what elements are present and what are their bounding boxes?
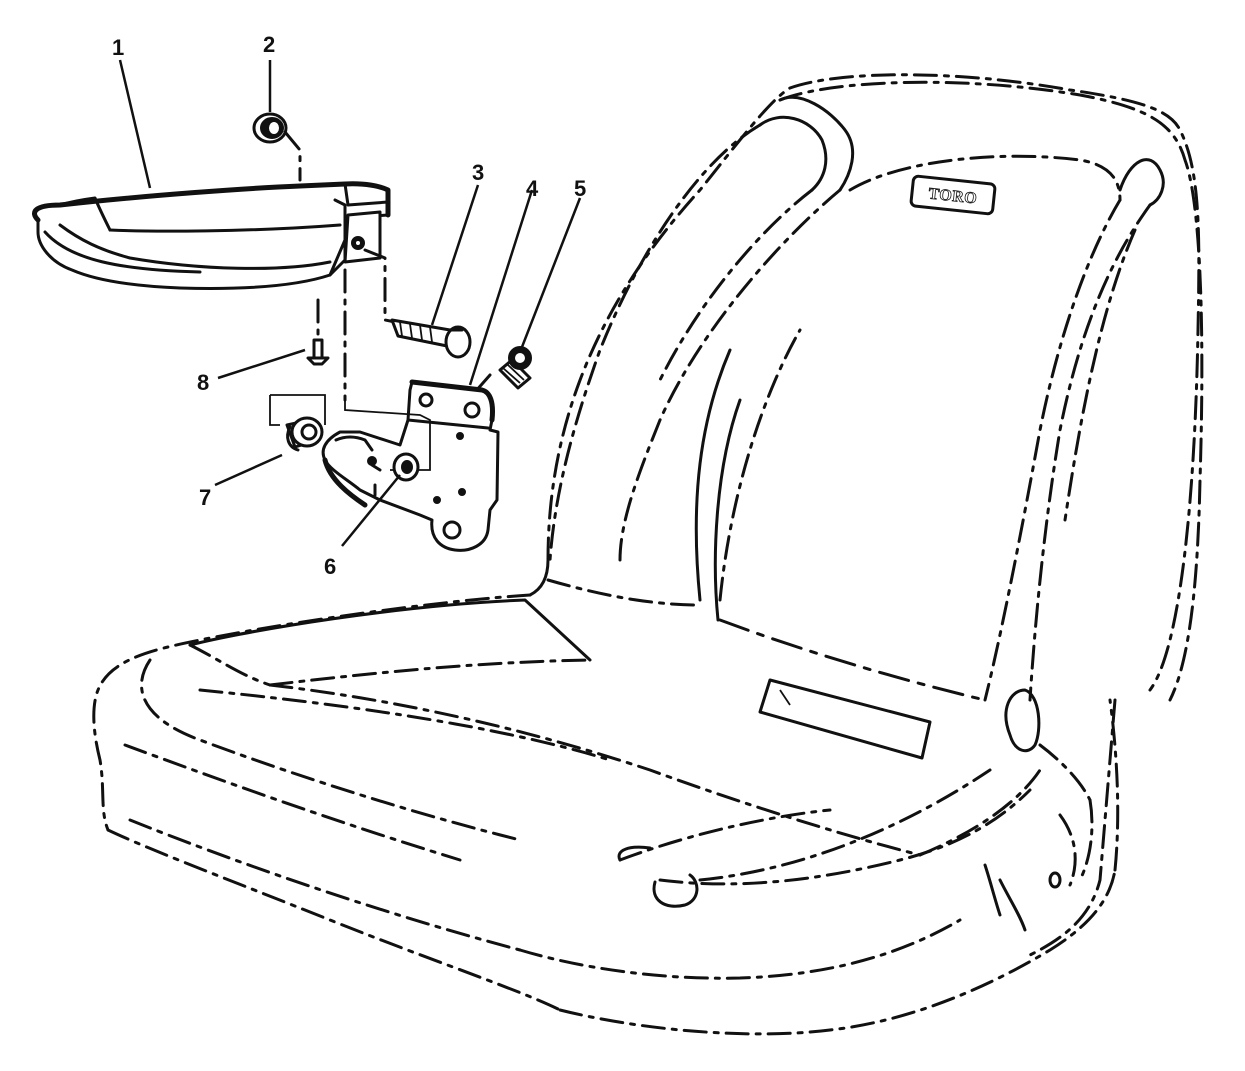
seat-outline: TORO	[92, 73, 1204, 1036]
nut	[252, 112, 302, 182]
shoulder-screw	[473, 346, 532, 394]
armrest	[32, 181, 391, 290]
flat-head-screw	[306, 298, 330, 366]
callout-5: 5	[574, 176, 586, 201]
svg-text:TORO: TORO	[928, 185, 978, 207]
callout-1: 1	[112, 35, 124, 60]
callout-3: 3	[472, 160, 484, 185]
callout-6: 6	[324, 554, 336, 579]
toro-logo: TORO	[909, 174, 997, 216]
bushing	[343, 268, 431, 482]
callout-7: 7	[199, 485, 211, 510]
bolt	[363, 248, 472, 359]
callout-4: 4	[526, 176, 539, 201]
spacer	[269, 394, 326, 452]
callout-8: 8	[197, 370, 209, 395]
leader-lines	[118, 59, 582, 547]
callouts: 1 2 3 4 5 6 7 8	[112, 32, 586, 579]
callout-2: 2	[263, 32, 275, 57]
